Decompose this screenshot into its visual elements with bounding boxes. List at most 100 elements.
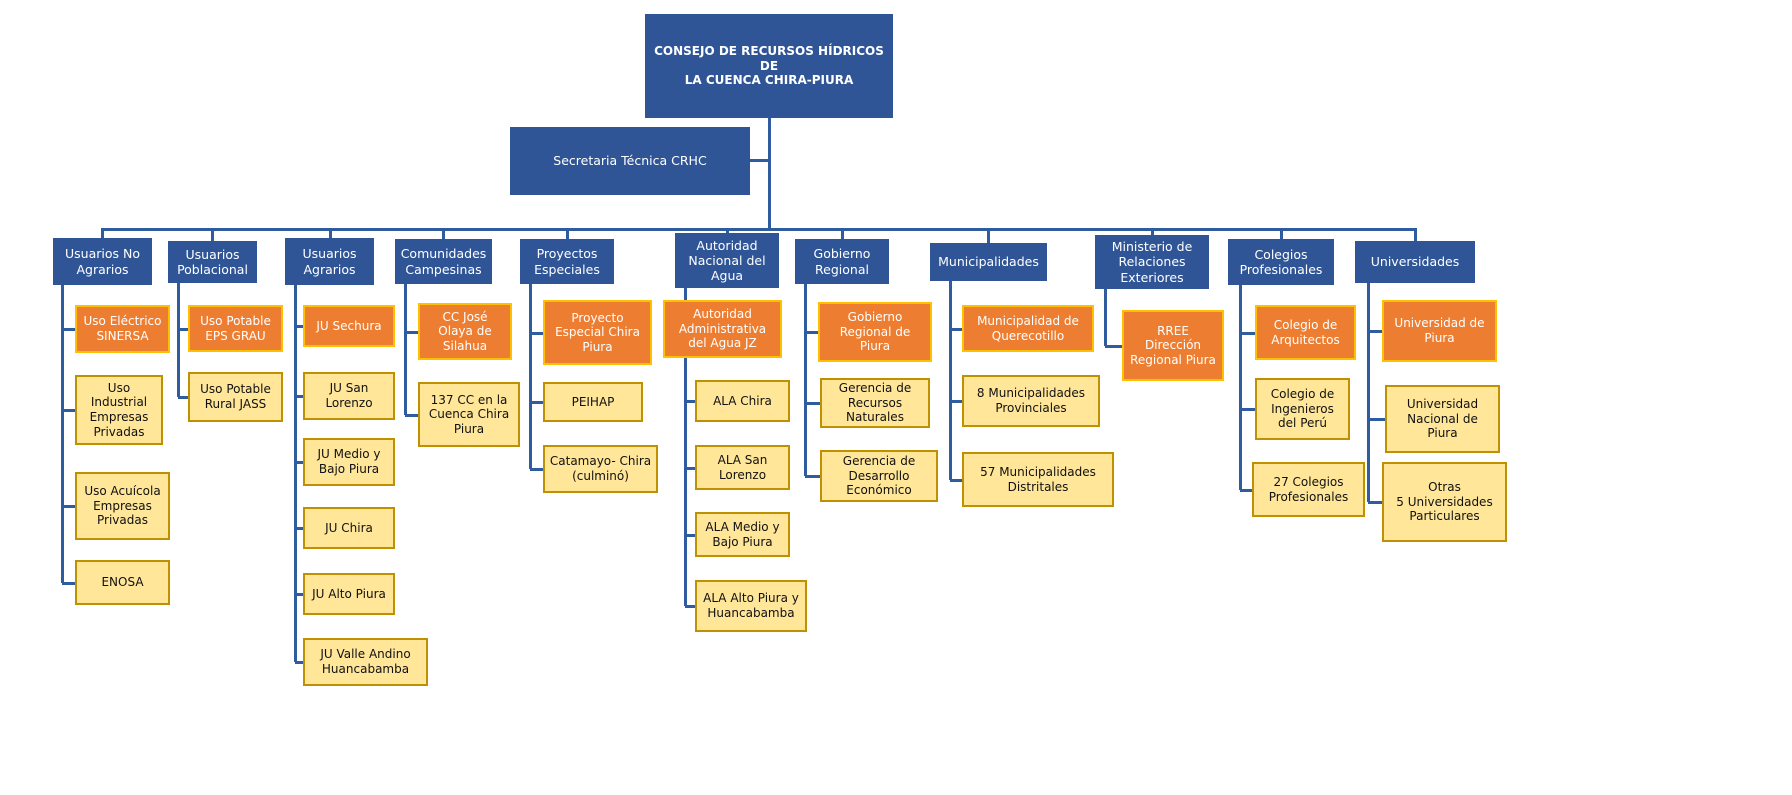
node-gobierno-regional: Gobierno Regional (795, 239, 889, 284)
connector-stub-27-colegios-profesionales (1240, 489, 1252, 492)
connector-stub-universidad-nacional-de-piura (1368, 418, 1385, 421)
connector-drop-universidades (1414, 228, 1417, 241)
connector-stub-gerencia-de-recursos-naturales (805, 402, 820, 405)
connector-trunk-gobierno-regional (804, 284, 807, 476)
connector-trunk-colegios-profesionales (1239, 285, 1242, 490)
connector-drop-ministerio-de-relaciones-exteriores (1151, 228, 1154, 235)
node-27-colegios-profesionales: 27 Colegios Profesionales (1252, 462, 1365, 517)
connector-drop-comunidades-campesinas (442, 228, 445, 239)
connector-drop-usuarios-poblacional (211, 228, 214, 241)
node-proyectos-especiales: Proyectos Especiales (520, 239, 614, 284)
node-usuarios-agrarios: Usuarios Agrarios (285, 238, 374, 285)
node-8-municipalidades-provinciales: 8 Municipalidades Provinciales (962, 375, 1100, 427)
node-universidad-nacional-de-piura: Universidad Nacional de Piura (1385, 385, 1500, 453)
connector-stub-ju-valle-andino-huancabamba (295, 661, 303, 664)
node-comunidades-campesinas: Comunidades Campesinas (395, 239, 492, 284)
connector-stub-8-municipalidades-provinciales (950, 400, 962, 403)
node-ala-san-lorenzo: ALA San Lorenzo (695, 445, 790, 490)
node-ala-medio-y-bajo-piura: ALA Medio y Bajo Piura (695, 512, 790, 557)
node-gerencia-de-recursos-naturales: Gerencia de Recursos Naturales (820, 378, 930, 428)
node-uso-electrico-sinersa: Uso Eléctrico SINERSA (75, 305, 170, 353)
node-autoridad-nacional-del-agua: Autoridad Nacional del Agua (675, 233, 779, 288)
connector-drop-colegios-profesionales (1280, 228, 1283, 239)
connector-stub-municipalidad-de-querecotillo (950, 328, 962, 331)
connector-stub-rree-direccion-regional-piura (1105, 345, 1122, 348)
connector-stub-uso-acuicola-empresas-privadas (62, 505, 75, 508)
node-cc-jose-olaya-de-silahua: CC José Olaya de Silahua (418, 303, 512, 360)
connector-stub-ju-chira (295, 527, 303, 530)
node-catamayo-chira-culmino: Catamayo- Chira (culminó) (543, 445, 658, 493)
node-57-municipalidades-distritales: 57 Municipalidades Distritales (962, 452, 1114, 507)
connector-stub-catamayo-chira-culmino (530, 468, 543, 471)
connector-stub-colegio-de-arquitectos (1240, 332, 1255, 335)
connector-trunk-proyectos-especiales (529, 284, 532, 469)
node-gerencia-de-desarrollo-economico: Gerencia de Desarrollo Económico (820, 450, 938, 502)
connector-drop-gobierno-regional (841, 228, 844, 239)
node-uso-acuicola-empresas-privadas: Uso Acuícola Empresas Privadas (75, 472, 170, 540)
node-ju-chira: JU Chira (303, 507, 395, 549)
connector-trunk-universidades (1367, 283, 1370, 502)
node-uso-potable-rural-jass: Uso Potable Rural JASS (188, 372, 283, 422)
node-uso-industrial-empresas-privadas: Uso Industrial Empresas Privadas (75, 375, 163, 445)
node-ju-sechura: JU Sechura (303, 305, 395, 347)
node-colegios-profesionales: Colegios Profesionales (1228, 239, 1334, 285)
node-municipalidades: Municipalidades (930, 243, 1047, 281)
connector-stub-uso-potable-rural-jass (178, 396, 188, 399)
node-ju-san-lorenzo: JU San Lorenzo (303, 372, 395, 420)
connector-bus (102, 228, 1415, 231)
connector-stub-ju-alto-piura (295, 593, 303, 596)
node-usuarios-poblacional: Usuarios Poblacional (168, 241, 257, 283)
node-usuarios-no-agrarios: Usuarios No Agrarios (53, 238, 152, 285)
connector-drop-usuarios-agrarios (329, 228, 332, 238)
connector-stub-ju-san-lorenzo (295, 395, 303, 398)
node-ju-medio-y-bajo-piura: JU Medio y Bajo Piura (303, 438, 395, 486)
connector-trunk-comunidades-campesinas (404, 284, 407, 415)
connector-stub-ala-san-lorenzo (685, 467, 695, 470)
node-universidades: Universidades (1355, 241, 1475, 283)
connector-trunk-usuarios-poblacional (177, 283, 180, 397)
node-peihap: PEIHAP (543, 382, 643, 422)
connector-stub-gobierno-regional-de-piura (805, 331, 818, 334)
connector-stub-colegio-de-ingenieros-del-peru (1240, 408, 1255, 411)
node-secretaria-tecnica-crhc: Secretaria Técnica CRHC (510, 127, 750, 195)
connector-stub-gerencia-de-desarrollo-economico (805, 475, 820, 478)
connector-trunk-usuarios-no-agrarios (61, 285, 64, 583)
node-otras-5-universidades-particulares: Otras 5 Universidades Particulares (1382, 462, 1507, 542)
connector-drop-proyectos-especiales (566, 228, 569, 239)
node-proyecto-especial-chira-piura: Proyecto Especial Chira Piura (543, 300, 652, 365)
node-ministerio-de-relaciones-exteriores: Ministerio de Relaciones Exteriores (1095, 235, 1209, 289)
node-gobierno-regional-de-piura: Gobierno Regional de Piura (818, 302, 932, 362)
connector-stub-ala-alto-piura-y-huancabamba (685, 605, 695, 608)
connector-stub-uso-industrial-empresas-privadas (62, 409, 75, 412)
connector-secretaria-stub (750, 159, 769, 162)
connector-trunk-usuarios-agrarios (294, 285, 297, 662)
connector-stub-ju-sechura (295, 325, 303, 328)
connector-stub-peihap (530, 401, 543, 404)
node-universidad-de-piura: Universidad de Piura (1382, 300, 1497, 362)
connector-trunk-autoridad-nacional-del-agua (684, 288, 687, 606)
node-137-cc-en-la-cuenca-chira-piura: 137 CC en la Cuenca Chira Piura (418, 382, 520, 447)
node-consejo-recursos-hidricos: CONSEJO DE RECURSOS HÍDRICOS DE LA CUENC… (645, 14, 893, 118)
node-uso-potable-eps-grau: Uso Potable EPS GRAU (188, 305, 283, 352)
connector-stub-cc-jose-olaya-de-silahua (405, 331, 418, 334)
connector-stub-ju-medio-y-bajo-piura (295, 461, 303, 464)
connector-trunk-ministerio-de-relaciones-exteriores (1104, 289, 1107, 346)
connector-stub-137-cc-en-la-cuenca-chira-piura (405, 414, 418, 417)
connector-drop-usuarios-no-agrarios (101, 228, 104, 238)
connector-stub-proyecto-especial-chira-piura (530, 332, 543, 335)
connector-drop-municipalidades (987, 228, 990, 243)
connector-drop-autoridad-nacional-del-agua (726, 228, 729, 233)
node-ala-chira: ALA Chira (695, 380, 790, 422)
connector-stub-universidad-de-piura (1368, 330, 1382, 333)
connector-stub-uso-potable-eps-grau (178, 328, 188, 331)
connector-trunk-municipalidades (949, 281, 952, 480)
node-ju-alto-piura: JU Alto Piura (303, 573, 395, 615)
node-colegio-de-ingenieros-del-peru: Colegio de Ingenieros del Perú (1255, 378, 1350, 440)
connector-stub-enosa (62, 582, 75, 585)
connector-stub-57-municipalidades-distritales (950, 479, 962, 482)
connector-root-trunk (768, 118, 771, 228)
node-rree-direccion-regional-piura: RREE Dirección Regional Piura (1122, 310, 1224, 381)
connector-stub-otras-5-universidades-particulares (1368, 501, 1382, 504)
node-ju-valle-andino-huancabamba: JU Valle Andino Huancabamba (303, 638, 428, 686)
